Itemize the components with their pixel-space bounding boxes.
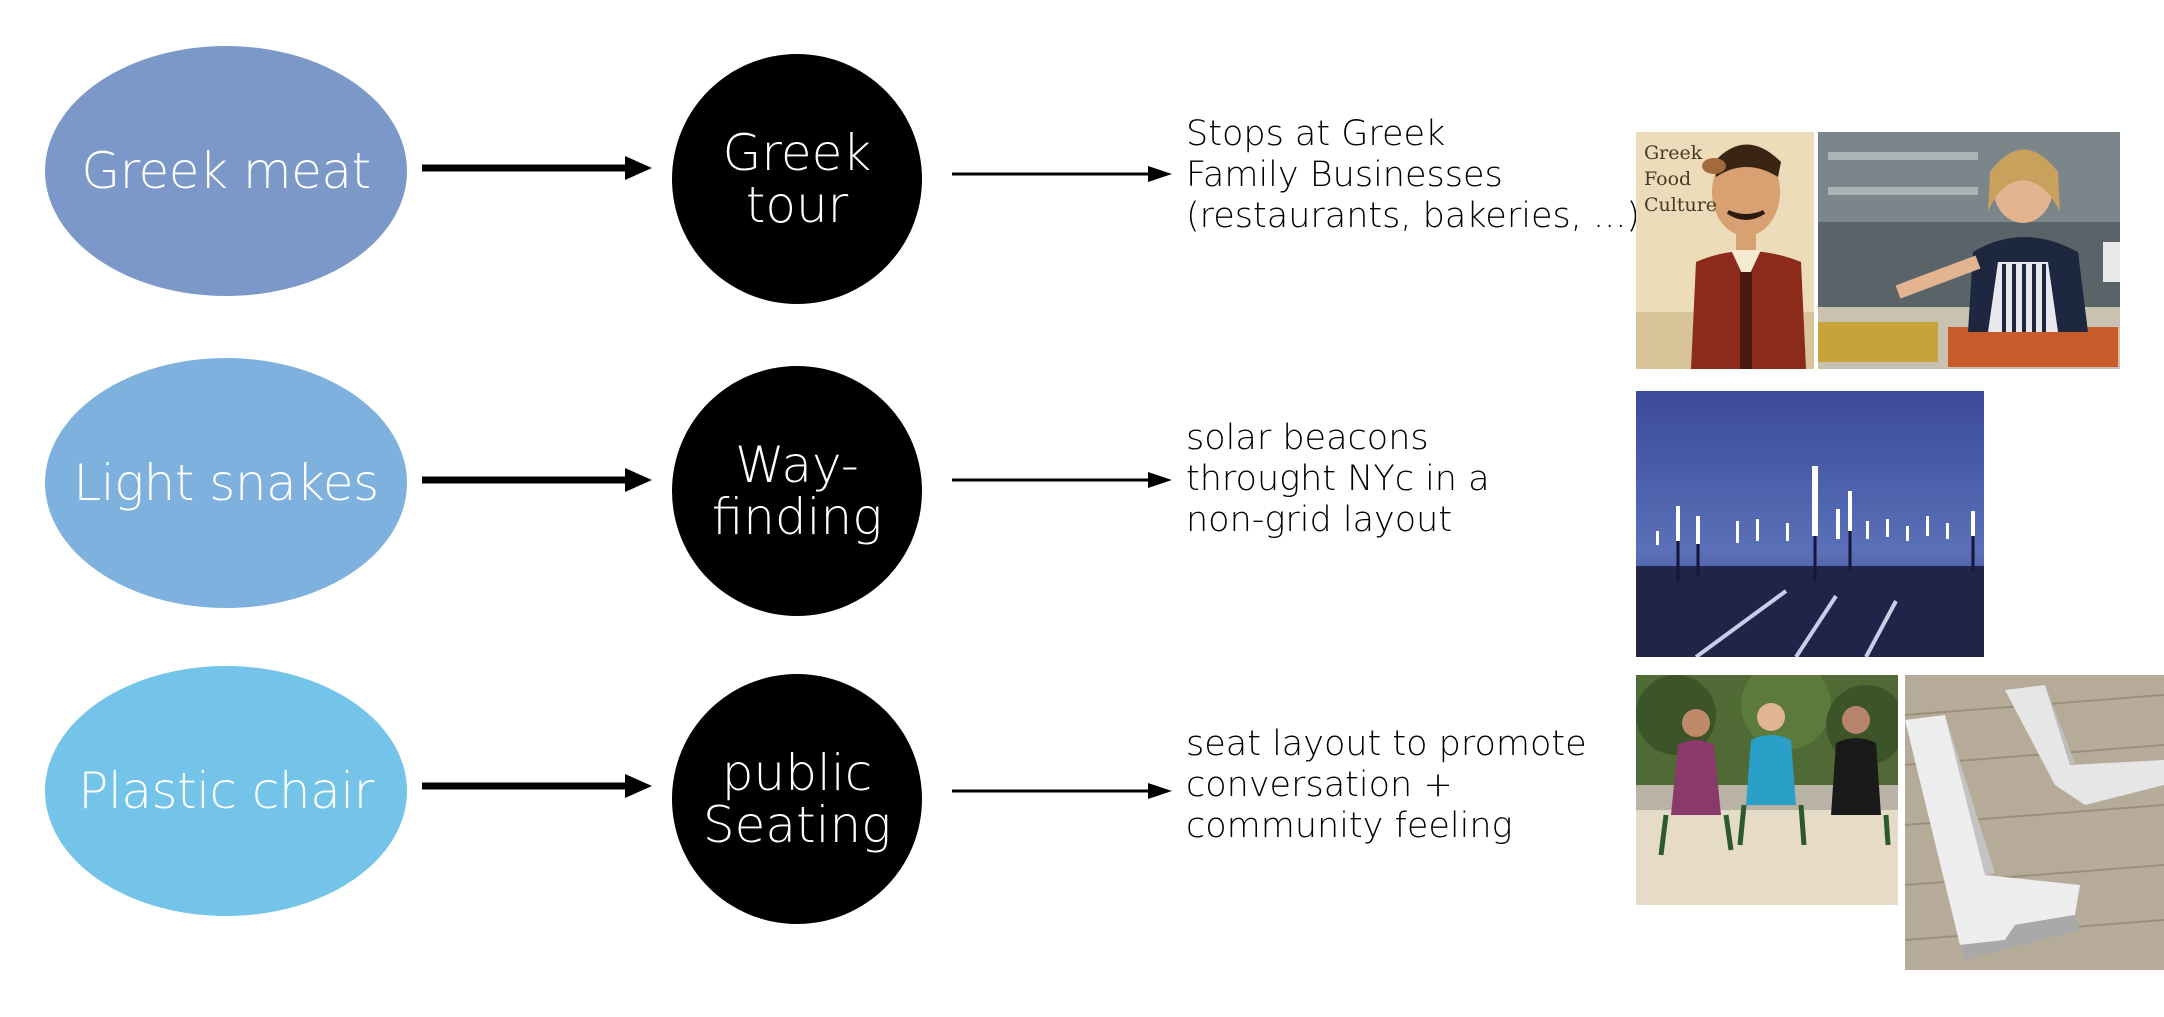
description-line: (restaurants, bakeries, ...) xyxy=(1186,196,1641,236)
arrow-thick-2 xyxy=(422,468,652,492)
arrow-thick-1 xyxy=(422,156,652,180)
description-line: Stops at Greek xyxy=(1186,114,1446,154)
poster-text-line: Food xyxy=(1644,168,1692,190)
people-seated-photo xyxy=(1636,675,1898,905)
description-line: solar beacons xyxy=(1186,418,1429,458)
source-node-greek-meat: Greek meat xyxy=(45,46,407,296)
target-label-line: tour xyxy=(745,176,849,234)
arrow-thin-3 xyxy=(952,783,1172,799)
description-line: community feeling xyxy=(1186,806,1513,846)
description-1: Stops at Greek Family Businesses (restau… xyxy=(1186,114,1640,237)
description-3: seat layout to promote conversation + co… xyxy=(1186,724,1587,847)
source-node-plastic-chair: Plastic chair xyxy=(45,666,407,916)
target-label-line: Greek xyxy=(722,123,872,182)
arrow-thin-2 xyxy=(952,472,1172,488)
food-vendor-photo xyxy=(1818,132,2120,369)
target-label-line: finding xyxy=(711,488,883,546)
target-node-public-seating: public Seating xyxy=(672,674,922,924)
target-label-line: public xyxy=(721,743,873,802)
source-node-light-snakes: Light snakes xyxy=(45,358,407,608)
source-label: Light snakes xyxy=(73,454,379,512)
source-label: Plastic chair xyxy=(78,762,374,820)
description-line: Family Businesses xyxy=(1186,155,1503,195)
target-label-line: Seating xyxy=(702,796,892,854)
solar-beacons-photo xyxy=(1636,391,1984,657)
target-label-line: Way- xyxy=(735,435,859,494)
concrete-chairs-photo xyxy=(1905,675,2164,970)
poster-text-line: Culture xyxy=(1644,194,1718,216)
arrow-thick-3 xyxy=(422,774,652,798)
poster-text-line: Greek xyxy=(1644,142,1703,164)
description-line: conversation + xyxy=(1186,765,1453,805)
target-node-wayfinding: Way- finding xyxy=(672,366,922,616)
description-line: throught NYc in a xyxy=(1186,459,1490,499)
arrow-thin-1 xyxy=(952,166,1172,182)
source-label: Greek meat xyxy=(81,142,371,200)
target-node-greek-tour: Greek tour xyxy=(672,54,922,304)
greek-food-culture-poster-image: Greek Food Culture xyxy=(1636,132,1814,369)
description-2: solar beacons throught NYc in a non-grid… xyxy=(1186,418,1490,541)
description-line: seat layout to promote xyxy=(1186,724,1587,764)
description-line: non-grid layout xyxy=(1186,500,1453,540)
